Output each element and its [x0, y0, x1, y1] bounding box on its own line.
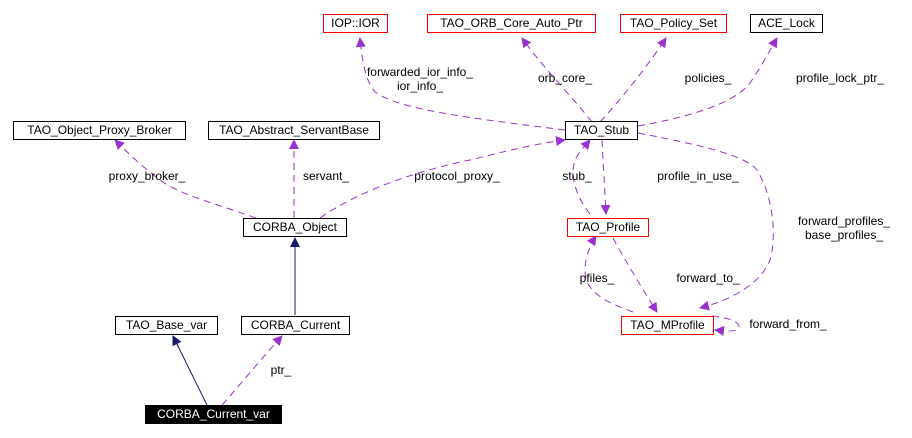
edge-label-servant: servant_ — [302, 169, 350, 183]
edge-protocol-proxy — [319, 136, 566, 219]
node-tao-mprofile[interactable]: TAO_MProfile — [621, 316, 714, 335]
edge-forward-from — [711, 315, 740, 336]
node-ace-lock[interactable]: ACE_Lock — [750, 14, 823, 33]
edge-label-base-profiles: base_profiles_ — [804, 228, 884, 242]
edge-inherit-base-var — [172, 335, 208, 406]
edge-label-forward-profiles: forward_profiles_ — [797, 214, 891, 228]
edge-orb-core — [521, 37, 593, 123]
node-iop-ior[interactable]: IOP::IOR — [323, 14, 388, 33]
edge-label-proxy-broker: proxy_broker_ — [108, 169, 186, 183]
edge-label-profile-in-use: profile_in_use_ — [657, 169, 739, 183]
edge-label-orb-core: orb_core_ — [537, 71, 593, 85]
edge-label-stub: stub_ — [562, 169, 592, 183]
edge-label-ior-info: ior_info_ — [396, 79, 444, 93]
node-corba-current[interactable]: CORBA_Current — [241, 316, 350, 335]
node-tao-orb-core-auto-ptr[interactable]: TAO_ORB_Core_Auto_Ptr — [427, 14, 596, 33]
edge-profile-in-use — [600, 139, 611, 215]
edge-label-pfiles: pfiles_ — [579, 271, 615, 285]
edge-label-forward-to: forward_to_ — [676, 271, 740, 285]
edge-label-forwarded-ior-info: forwarded_ior_info_ — [366, 65, 474, 79]
edge-stub — [572, 139, 591, 215]
edge-proxy-broker — [114, 139, 257, 219]
edge-forward-to — [612, 237, 658, 313]
node-corba-object[interactable]: CORBA_Object — [243, 218, 347, 237]
edge-label-ptr: ptr_ — [270, 363, 292, 377]
edge-label-forward-from: forward_from_ — [749, 317, 827, 331]
node-tao-policy-set[interactable]: TAO_Policy_Set — [620, 14, 727, 33]
edge-profile-lock-ptr — [637, 37, 778, 127]
node-tao-profile[interactable]: TAO_Profile — [567, 218, 649, 237]
edge-policies — [599, 37, 667, 123]
node-tao-stub[interactable]: TAO_Stub — [565, 121, 638, 140]
edge-ior-info — [355, 37, 566, 131]
node-tao-base-var[interactable]: TAO_Base_var — [115, 316, 218, 335]
edge-label-protocol-proxy: protocol_proxy_ — [414, 169, 500, 183]
edge-label-policies: policies_ — [684, 71, 732, 85]
node-tao-abstract-servantbase[interactable]: TAO_Abstract_ServantBase — [208, 121, 380, 140]
node-corba-current-var[interactable]: CORBA_Current_var — [145, 405, 282, 424]
edge-pfiles — [584, 235, 634, 313]
edge-label-profile-lock-ptr: profile_lock_ptr_ — [795, 71, 885, 85]
node-tao-object-proxy-broker[interactable]: TAO_Object_Proxy_Broker — [13, 121, 186, 140]
edge-forward-profiles — [637, 132, 774, 311]
